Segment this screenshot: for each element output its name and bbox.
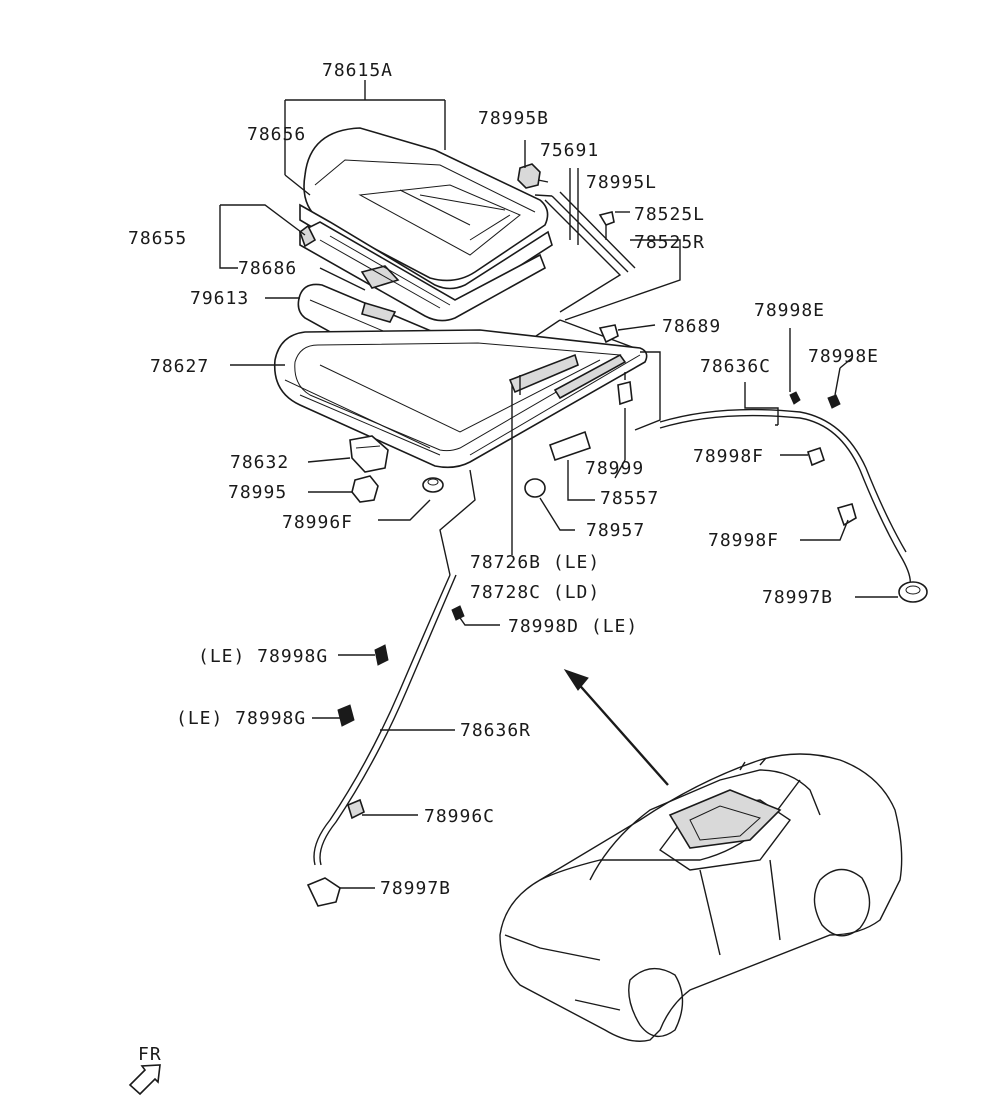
label-78997B-left: 78997B (380, 878, 451, 899)
part-labels: 78615A 78656 78995B 75691 78995L 78525L … (128, 60, 879, 1065)
label-78995: 78995 (228, 482, 287, 503)
label-78998G-2: (LE) 78998G (176, 708, 306, 729)
front-direction-arrow (128, 1064, 161, 1096)
hardware-78996F (422, 477, 444, 493)
label-78998F-1: 78998F (693, 446, 764, 467)
label-78689: 78689 (662, 316, 721, 337)
hardware-78632 (349, 435, 389, 473)
hardware-78995B (517, 163, 549, 189)
label-78998D: 78998D (LE) (508, 616, 638, 637)
hardware-78689 (598, 324, 619, 344)
label-78999: 78999 (585, 458, 644, 479)
label-78636R: 78636R (460, 720, 531, 741)
label-78557: 78557 (600, 488, 659, 509)
label-78996C: 78996C (424, 806, 495, 827)
car-outline-illustration (499, 753, 903, 1042)
label-78686: 78686 (238, 258, 297, 279)
label-78998G-1: (LE) 78998G (198, 646, 328, 667)
label-78655: 78655 (128, 228, 187, 249)
label-78656: 78656 (247, 124, 306, 145)
label-78995L: 78995L (586, 172, 657, 193)
label-78995B: 78995B (478, 108, 549, 129)
label-75691: 75691 (540, 140, 599, 161)
label-78726B: 78726B (LE) (470, 552, 600, 573)
label-78998F-2: 78998F (708, 530, 779, 551)
label-78998E-1: 78998E (754, 300, 825, 321)
hardware-78995 (351, 475, 379, 503)
label-78627: 78627 (150, 356, 209, 377)
hardware-78525L (598, 211, 615, 240)
leader-lines (219, 80, 898, 889)
direction-arrow (563, 669, 669, 786)
label-78996F: 78996F (282, 512, 353, 533)
label-78525L: 78525L (634, 204, 705, 225)
label-78998E-2: 78998E (808, 346, 879, 367)
label-78997B-right: 78997B (762, 587, 833, 608)
label-78632: 78632 (230, 452, 289, 473)
hardware-78957 (524, 478, 546, 498)
drain-hose-right (659, 391, 928, 603)
hardware-78557 (548, 430, 591, 462)
label-78957: 78957 (586, 520, 645, 541)
hardware-78999 (617, 372, 633, 406)
label-78636C: 78636C (700, 356, 771, 377)
label-79613: 79613 (190, 288, 249, 309)
label-78525R: 78525R (634, 232, 705, 253)
sunroof-main-frame (273, 329, 648, 469)
drain-hose-left (306, 574, 465, 907)
label-78615A: 78615A (322, 60, 393, 81)
sunroof-seal-frame (299, 221, 546, 322)
label-fr: FR (138, 1044, 162, 1065)
label-78728C: 78728C (LD) (470, 582, 600, 603)
